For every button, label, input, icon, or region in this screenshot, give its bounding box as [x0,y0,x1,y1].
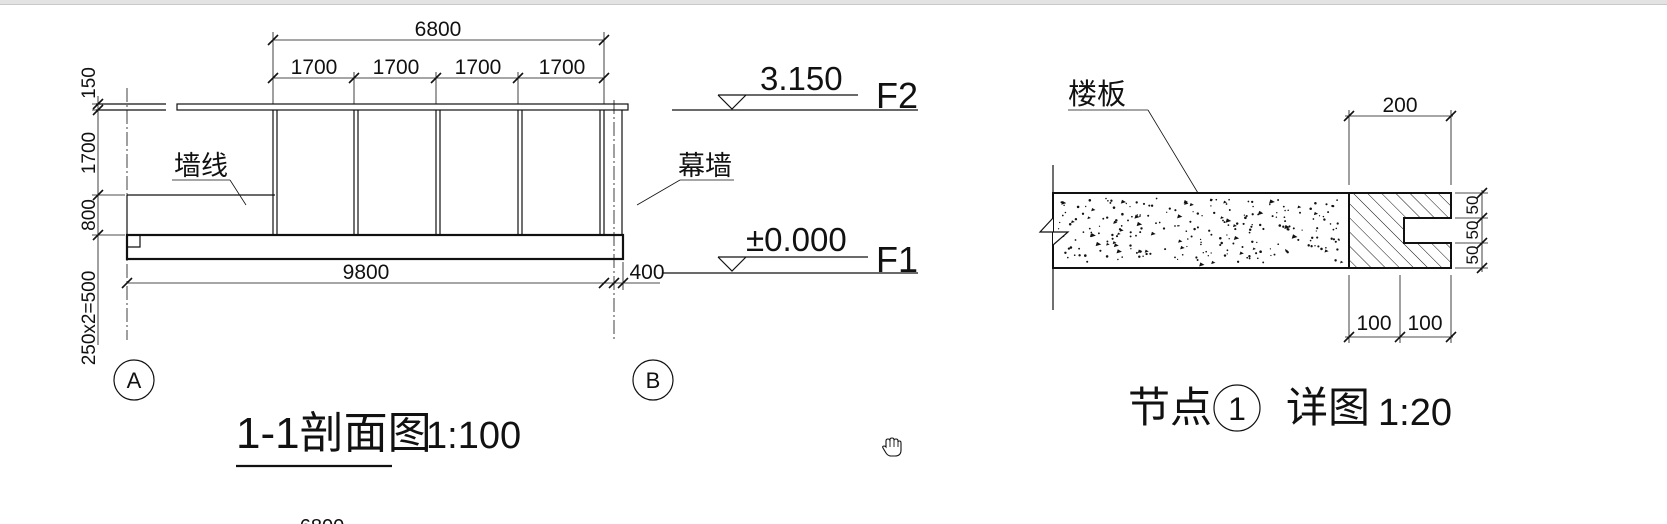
detail-title-prefix: 节点 [1128,384,1212,431]
label-curtain-wall: 幕墙 [678,151,732,181]
axis-bubble-a [113,359,155,401]
dim-left-1700: 1700 [79,132,100,174]
roof-slab [176,103,629,111]
section-1-1-drawing: 6800 1700 1700 1700 1700 150 1700 800 25… [79,18,918,524]
dim-left-150: 150 [79,67,100,99]
detail-1-drawing: 200 50 50 50 100 100 [1038,78,1488,434]
detail-dim-top [1343,110,1457,185]
curtain-wall-mullions [272,110,623,235]
dim-top-part-3: 1700 [455,56,502,79]
detail-dim-right-2: 50 [1463,221,1482,240]
level-top-value: 3.150 [760,60,843,97]
detail-dim-bottom-1: 100 [1356,312,1391,335]
dim-left-250x2: 250x2=500 [79,271,100,366]
dim-top-part-2: 1700 [373,56,420,79]
level-top-name: F2 [876,75,918,116]
hatched-wall-section [1348,192,1452,269]
axis-label-a: A [127,368,142,393]
dim-top-total: 6800 [415,18,462,41]
level-symbol-f1 [662,256,918,274]
detail-title-suffix: 详图 [1286,384,1370,431]
hand-cursor-icon [882,437,902,457]
floor-slab-concrete [1052,192,1350,269]
dimension-left [92,96,125,345]
detail-dim-bottom [1343,275,1457,343]
bottom-clipped-dimension: 6800 [300,516,345,524]
dimension-bottom [121,262,660,290]
detail-title-number: 1 [1228,391,1246,427]
dim-bottom-right: 400 [629,261,664,284]
dim-bottom-total: 9800 [343,261,390,284]
concrete-texture [1057,197,1344,267]
dimension-top [267,32,610,104]
break-symbol [1038,217,1070,246]
label-slab: 楼板 [1068,78,1126,111]
level-symbol-f2 [672,94,918,111]
curtain-wall-leader [636,179,681,206]
detail-dim-right [1455,187,1488,274]
label-wall-line: 墙线 [174,151,228,181]
dim-top-part-1: 1700 [291,56,338,79]
level-bottom-name: F1 [876,239,918,280]
detail-dim-right-1: 50 [1463,196,1482,215]
detail-dim-right-3: 50 [1463,246,1482,265]
dim-top-part-4: 1700 [539,56,586,79]
ground-slab [125,233,625,261]
level-bottom-value: ±0.000 [746,221,847,258]
wall-line-leader [229,179,247,206]
ground-step [127,235,141,248]
dim-left-800: 800 [79,199,100,231]
section-title-scale: 1:100 [426,415,521,457]
section-title: 1-1剖面图 [236,409,432,458]
slab-leader [1147,109,1199,194]
window-top-edge [0,0,1667,5]
detail-dim-bottom-2: 100 [1407,312,1442,335]
detail-title-scale: 1:20 [1378,392,1452,434]
axis-bubble-b [632,359,674,401]
detail-dim-200: 200 [1382,94,1417,117]
detail-number-circle [1213,384,1261,432]
axis-label-b: B [646,368,661,393]
